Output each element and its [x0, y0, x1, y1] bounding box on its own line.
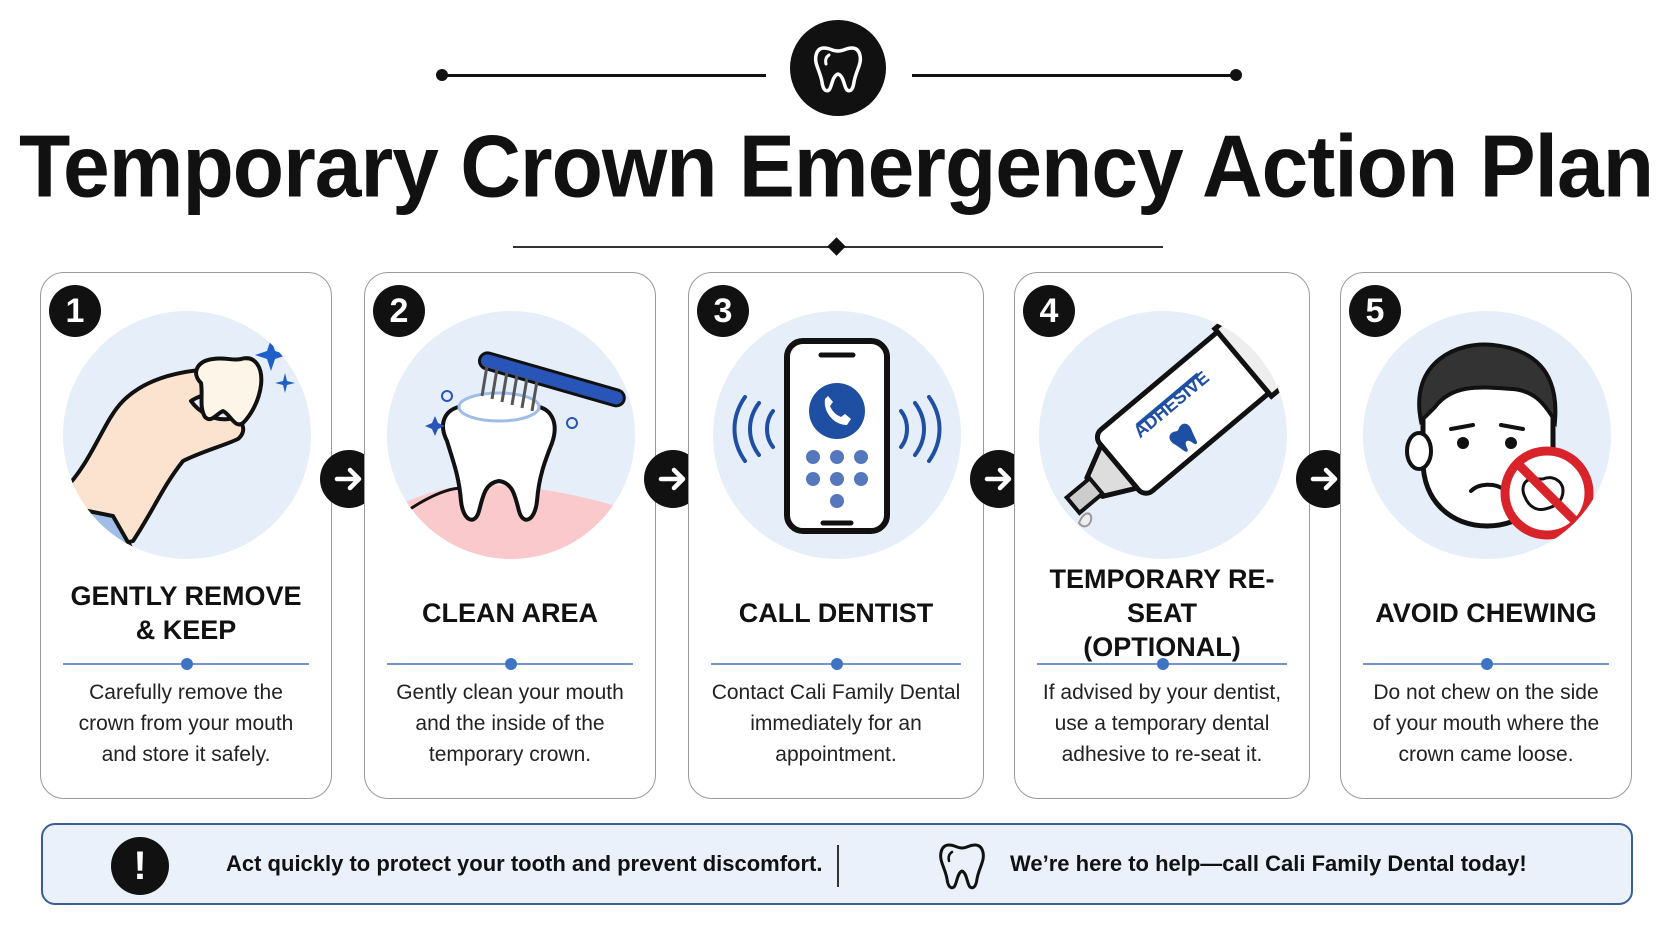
step-card-2: 2 CLEAN AREA Gently clean your mouth and…	[364, 272, 656, 799]
step-desc-3-line2: immediately for an	[750, 712, 922, 735]
step-title-1-line1: GENTLY REMOVE	[70, 581, 302, 611]
step-desc-4: If advised by your dentist, use a tempor…	[1029, 677, 1295, 770]
header: Temporary Crown Emergency Action Plan	[0, 0, 1672, 260]
step-divider-dot-3	[831, 658, 843, 670]
header-dot-left	[436, 69, 448, 81]
step-title-5-line1: AVOID CHEWING	[1375, 598, 1597, 628]
step-divider-dot-5	[1481, 658, 1493, 670]
step-number-1: 1	[49, 285, 101, 337]
no-chewing-face-icon	[1363, 311, 1611, 559]
step-title-2: CLEAN AREA	[375, 578, 645, 648]
toothbrush-tooth-icon	[387, 311, 635, 559]
step-card-1: 1 GENTLY REMOVE & KEEP Carefully remove t…	[40, 272, 332, 799]
step-desc-5-line1: Do not chew on the side	[1373, 681, 1599, 704]
footer-left-text: Act quickly to protect your tooth and pr…	[226, 851, 823, 876]
step-title-4-line2: (OPTIONAL)	[1083, 632, 1241, 662]
title-diamond	[827, 237, 846, 256]
footer-banner: ! Act quickly to protect your tooth and …	[41, 823, 1633, 905]
step-desc-3: Contact Cali Family Dental immediately f…	[703, 677, 969, 770]
step-title-1: GENTLY REMOVE & KEEP	[51, 578, 321, 648]
step-desc-1: Carefully remove the crown from your mou…	[55, 677, 317, 770]
header-line-left	[440, 74, 766, 77]
page-title: Temporary Crown Emergency Action Plan	[18, 116, 1654, 216]
step-desc-5-line2: of your mouth where the	[1372, 712, 1600, 735]
step-divider-dot-2	[505, 658, 517, 670]
step-number-4: 4	[1023, 285, 1075, 337]
step-desc-2-line3: temporary crown.	[428, 743, 592, 766]
step-card-5: 5 AVOID CHEWING Do not chew on the side …	[1340, 272, 1632, 799]
step-desc-1-line3: and store it safely.	[101, 743, 271, 766]
step-divider-dot-1	[181, 658, 193, 670]
hand-holding-crown-icon	[63, 311, 311, 559]
step-desc-4-line3: adhesive to re-seat it.	[1061, 743, 1263, 766]
footer-separator	[837, 845, 839, 887]
exclamation-icon: !	[111, 837, 169, 895]
step-card-4: 4 ADHESIVE TEMPORARY RE-SEAT (OPTIONAL) I…	[1014, 272, 1310, 799]
step-desc-1-line1: Carefully remove the	[89, 681, 283, 704]
step-title-1-line2: & KEEP	[135, 615, 237, 645]
step-title-3-line1: CALL DENTIST	[738, 598, 934, 628]
step-desc-2: Gently clean your mouth and the inside o…	[379, 677, 641, 770]
step-divider-dot-4	[1157, 658, 1169, 670]
step-number-3: 3	[697, 285, 749, 337]
step-desc-4-line2: use a temporary dental	[1054, 712, 1270, 735]
step-desc-3-line3: appointment.	[775, 743, 897, 766]
step-desc-2-line1: Gently clean your mouth	[396, 681, 624, 704]
header-dot-right	[1230, 69, 1242, 81]
step-desc-5: Do not chew on the side of your mouth wh…	[1355, 677, 1617, 770]
step-title-4: TEMPORARY RE-SEAT (OPTIONAL)	[1025, 564, 1299, 662]
step-desc-3-line1: Contact Cali Family Dental	[711, 681, 961, 704]
tooth-outline-icon	[939, 843, 985, 890]
step-desc-5-line3: crown came loose.	[1398, 743, 1574, 766]
step-desc-1-line2: crown from your mouth	[78, 712, 294, 735]
footer-right-text: We’re here to help—call Cali Family Dent…	[1010, 851, 1527, 876]
step-card-3: 3 CALL DENTIST Contact Cali Family Denta…	[688, 272, 984, 799]
step-title-3: CALL DENTIST	[699, 578, 973, 648]
step-desc-4-line1: If advised by your dentist,	[1042, 681, 1282, 704]
phone-call-icon	[713, 311, 961, 559]
step-title-2-line1: CLEAN AREA	[421, 598, 598, 628]
header-line-right	[912, 74, 1238, 77]
tooth-logo-icon	[790, 20, 886, 116]
step-title-4-line1: TEMPORARY RE-SEAT	[1049, 564, 1275, 628]
step-desc-2-line2: and the inside of the	[415, 712, 605, 735]
step-number-5: 5	[1349, 285, 1401, 337]
adhesive-tube-icon: ADHESIVE	[1039, 311, 1287, 559]
step-number-2: 2	[373, 285, 425, 337]
step-title-5: AVOID CHEWING	[1351, 578, 1621, 648]
